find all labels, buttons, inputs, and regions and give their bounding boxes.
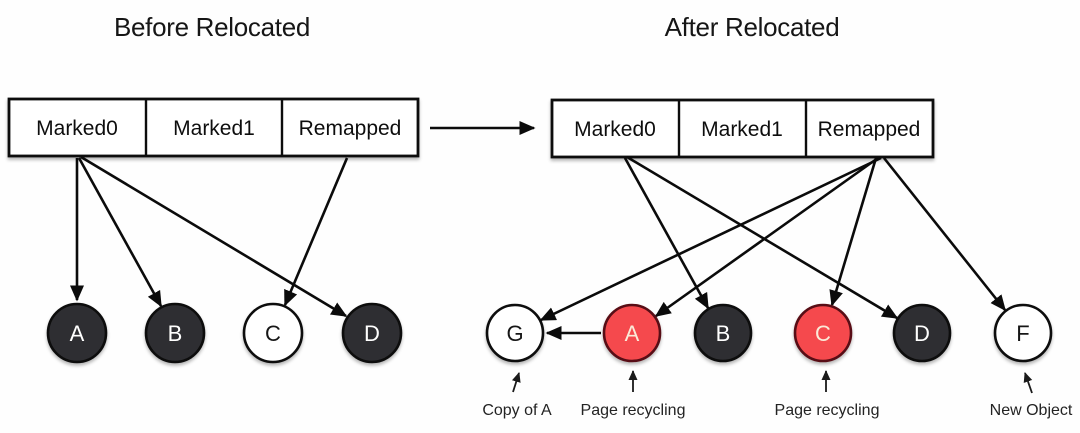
- annotation-arrow-copy-of-a: [511, 372, 521, 393]
- arrow-after-marked0-to-d: [626, 155, 899, 320]
- node-before-d-label: D: [364, 321, 380, 346]
- after-cell-remapped: Remapped: [818, 118, 921, 141]
- before-pointer-arrows: [70, 155, 349, 318]
- after-panel: After Relocated Marked0 Marked1 Remapped…: [482, 12, 1073, 419]
- node-after-b: B: [693, 303, 753, 363]
- node-before-a-circle: [46, 302, 108, 364]
- annotation-copy-of-a: Copy of A: [482, 402, 552, 419]
- before-panel: Before Relocated Marked0 Marked1 Remappe…: [7, 12, 420, 364]
- node-after-c-circle: [793, 303, 853, 363]
- before-cell-marked0: Marked0: [36, 117, 118, 140]
- node-after-b-circle: [693, 303, 753, 363]
- after-box-rect: [550, 98, 935, 159]
- node-after-f: F: [993, 303, 1053, 363]
- after-cell-marked0: Marked0: [574, 118, 656, 141]
- arrow-after-remapped-to-f: [882, 157, 1007, 312]
- annotation-new-object: New Object: [990, 402, 1073, 419]
- node-after-c-label: C: [815, 321, 831, 346]
- arrow-after-marked0-to-b: [623, 157, 710, 310]
- node-after-a-circle: [602, 303, 662, 363]
- before-title: Before Relocated: [114, 12, 310, 42]
- node-after-d: D: [892, 303, 952, 363]
- after-pointer-arrows: [539, 155, 1007, 340]
- node-before-c-circle: [242, 302, 304, 364]
- before-view-box: Marked0 Marked1 Remapped: [7, 97, 420, 158]
- node-before-b: B: [144, 302, 206, 364]
- before-box-rect: [7, 97, 420, 158]
- arrow-before-marked0-to-d: [80, 155, 348, 318]
- node-before-a: A: [46, 302, 108, 364]
- node-after-f-label: F: [1016, 321, 1029, 346]
- node-before-c-label: C: [265, 321, 281, 346]
- annotation-arrow-new-object: [1023, 372, 1033, 394]
- node-after-g-circle: [485, 303, 545, 363]
- annotation-page-recycling-c: Page recycling: [775, 402, 880, 419]
- arrow-before-remapped-to-c: [283, 157, 349, 307]
- arrow-before-marked0-to-b: [77, 157, 163, 308]
- before-cell-marked1: Marked1: [173, 117, 255, 140]
- after-cell-marked1: Marked1: [701, 118, 783, 141]
- after-title: After Relocated: [665, 12, 840, 42]
- node-after-d-circle: [892, 303, 952, 363]
- after-nodes: G A B C D F: [485, 303, 1053, 363]
- node-after-g: G: [485, 303, 545, 363]
- node-after-b-label: B: [716, 321, 731, 346]
- node-before-d-circle: [341, 302, 403, 364]
- after-view-box: Marked0 Marked1 Remapped: [550, 98, 935, 159]
- node-before-d: D: [341, 302, 403, 364]
- arrow-after-remapped-to-a: [654, 156, 879, 318]
- node-after-a: A: [602, 303, 662, 363]
- node-before-a-label: A: [70, 321, 85, 346]
- node-before-c: C: [242, 302, 304, 364]
- node-after-a-label: A: [625, 321, 640, 346]
- node-after-f-circle: [993, 303, 1053, 363]
- arrow-after-remapped-to-c: [829, 157, 878, 307]
- annotation-page-recycling-a: Page recycling: [581, 402, 686, 419]
- before-nodes: A B C D: [46, 302, 403, 364]
- before-cell-remapped: Remapped: [299, 117, 402, 140]
- node-after-d-label: D: [914, 321, 930, 346]
- node-before-b-circle: [144, 302, 206, 364]
- after-annotations: Copy of A Page recycling Page recycling …: [482, 370, 1073, 419]
- arrow-after-remapped-to-g: [539, 156, 882, 322]
- node-after-c: C: [793, 303, 853, 363]
- node-before-b-label: B: [168, 321, 183, 346]
- node-after-g-label: G: [506, 321, 523, 346]
